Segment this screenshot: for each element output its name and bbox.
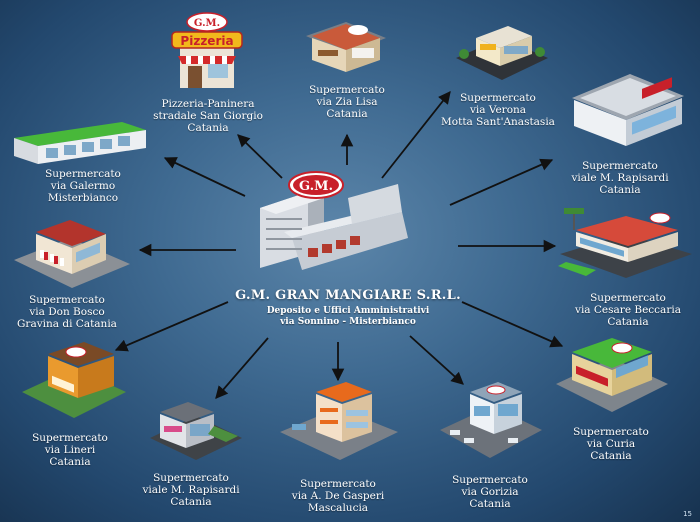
warehouse-illustration bbox=[260, 184, 408, 270]
node-label-rapisardi-south: Supermercato viale M. Rapisardi Catania bbox=[136, 472, 246, 508]
store-curia-illustration bbox=[556, 338, 668, 412]
node-label-rapisardi-east: Supermercato viale M. Rapisardi Catania bbox=[560, 160, 680, 196]
node-label-curia: Supermercato via Curia Catania bbox=[560, 426, 662, 462]
node-label-pizzeria: Pizzeria-Paninera stradale San Giorgio C… bbox=[150, 98, 266, 134]
label-line: via Don Bosco bbox=[29, 306, 105, 318]
node-label-zia-lisa: Supermercato via Zia Lisa Catania bbox=[292, 84, 402, 120]
label-line: Supermercato bbox=[32, 432, 108, 444]
label-line: Catania bbox=[49, 456, 91, 468]
node-label-de-gasperi: Supermercato via A. De Gasperi Mascaluci… bbox=[282, 478, 394, 514]
node-label-don-bosco: Supermercato via Don Bosco Gravina di Ca… bbox=[8, 294, 126, 330]
label-line: Supermercato bbox=[153, 472, 229, 484]
label-line: Catania bbox=[187, 122, 229, 134]
label-line: via Verona bbox=[469, 104, 527, 116]
center-logo: G.M. bbox=[288, 171, 344, 199]
label-line: Supermercato bbox=[300, 478, 376, 490]
subtitle-line: via Sonnino - Misterbianco bbox=[280, 317, 416, 327]
label-line: Supermercato bbox=[29, 294, 105, 306]
label-line: Supermercato bbox=[45, 168, 121, 180]
label-line: via Zia Lisa bbox=[316, 96, 378, 108]
arrow-to-pizzeria bbox=[237, 134, 283, 179]
label-line: Supermercato bbox=[309, 84, 385, 96]
svg-text:Pizzeria: Pizzeria bbox=[180, 34, 233, 48]
store-galermo-illustration bbox=[14, 122, 146, 164]
label-line: Catania bbox=[607, 316, 649, 328]
label-line: Catania bbox=[599, 184, 641, 196]
label-line: stradale San Giorgio bbox=[153, 110, 263, 122]
slide-number: 15 bbox=[683, 510, 692, 518]
label-line: Misterbianco bbox=[47, 192, 119, 204]
label-line: via Curia bbox=[586, 438, 636, 450]
store-lineri-illustration bbox=[22, 342, 126, 418]
label-line: via Lineri bbox=[44, 444, 96, 456]
arrow-to-lineri bbox=[114, 301, 229, 352]
pizzeria-illustration: G.M. Pizzeria bbox=[171, 12, 243, 88]
node-label-verona: Supermercato via Verona Motta Sant'Anast… bbox=[430, 92, 566, 128]
label-line: via A. De Gasperi bbox=[291, 490, 385, 502]
label-line: Supermercato bbox=[460, 92, 536, 104]
label-line: via Cesare Beccaria bbox=[575, 304, 681, 316]
label-line: Mascalucia bbox=[307, 502, 369, 514]
label-line: Supermercato bbox=[582, 160, 658, 172]
company-title: G.M. GRAN MANGIARE S.R.L. bbox=[235, 288, 461, 303]
label-line: Catania bbox=[590, 450, 632, 462]
node-label-lineri: Supermercato via Lineri Catania bbox=[20, 432, 120, 468]
label-line: Catania bbox=[469, 498, 511, 510]
svg-text:G.M.: G.M. bbox=[194, 18, 220, 29]
store-beccaria-illustration bbox=[558, 208, 692, 278]
arrow-to-galermo bbox=[163, 157, 246, 197]
store-rapisardi-east-illustration bbox=[572, 74, 684, 146]
label-line: Catania bbox=[326, 108, 368, 120]
label-line: Catania bbox=[170, 496, 212, 508]
store-gorizia-illustration bbox=[440, 382, 542, 458]
label-line: Supermercato bbox=[590, 292, 666, 304]
label-line: via Gorizia bbox=[461, 486, 519, 498]
arrow-to-rapisardi-south bbox=[215, 337, 269, 399]
label-line: viale M. Rapisardi bbox=[571, 172, 669, 184]
label-line: Supermercato bbox=[573, 426, 649, 438]
store-de-gasperi-illustration bbox=[280, 382, 398, 460]
node-label-gorizia: Supermercato via Gorizia Catania bbox=[440, 474, 540, 510]
label-line: Gravina di Catania bbox=[17, 318, 117, 330]
label-line: via Galermo bbox=[50, 180, 116, 192]
node-label-beccaria: Supermercato via Cesare Beccaria Catania bbox=[566, 292, 690, 328]
label-line: Motta Sant'Anastasia bbox=[441, 116, 555, 128]
store-verona-illustration bbox=[456, 26, 548, 80]
store-zia-lisa-illustration bbox=[306, 22, 386, 72]
node-label-galermo: Supermercato via Galermo Misterbianco bbox=[28, 168, 138, 204]
arrow-to-gorizia bbox=[409, 335, 464, 385]
arrow-to-verona bbox=[381, 91, 451, 179]
subtitle-line: Deposito e Uffici Amministrativi bbox=[266, 306, 430, 316]
label-line: viale M. Rapisardi bbox=[142, 484, 240, 496]
store-don-bosco-illustration bbox=[14, 220, 130, 288]
arrow-to-rapisardi-east bbox=[449, 158, 554, 206]
company-subtitle: Deposito e Uffici Amministrativi via Son… bbox=[228, 306, 468, 328]
label-line: Pizzeria-Paninera bbox=[161, 98, 255, 110]
arrow-to-curia bbox=[461, 301, 564, 348]
store-rapisardi-south-illustration bbox=[150, 402, 242, 460]
svg-text:G.M.: G.M. bbox=[299, 179, 333, 194]
label-line: Supermercato bbox=[452, 474, 528, 486]
